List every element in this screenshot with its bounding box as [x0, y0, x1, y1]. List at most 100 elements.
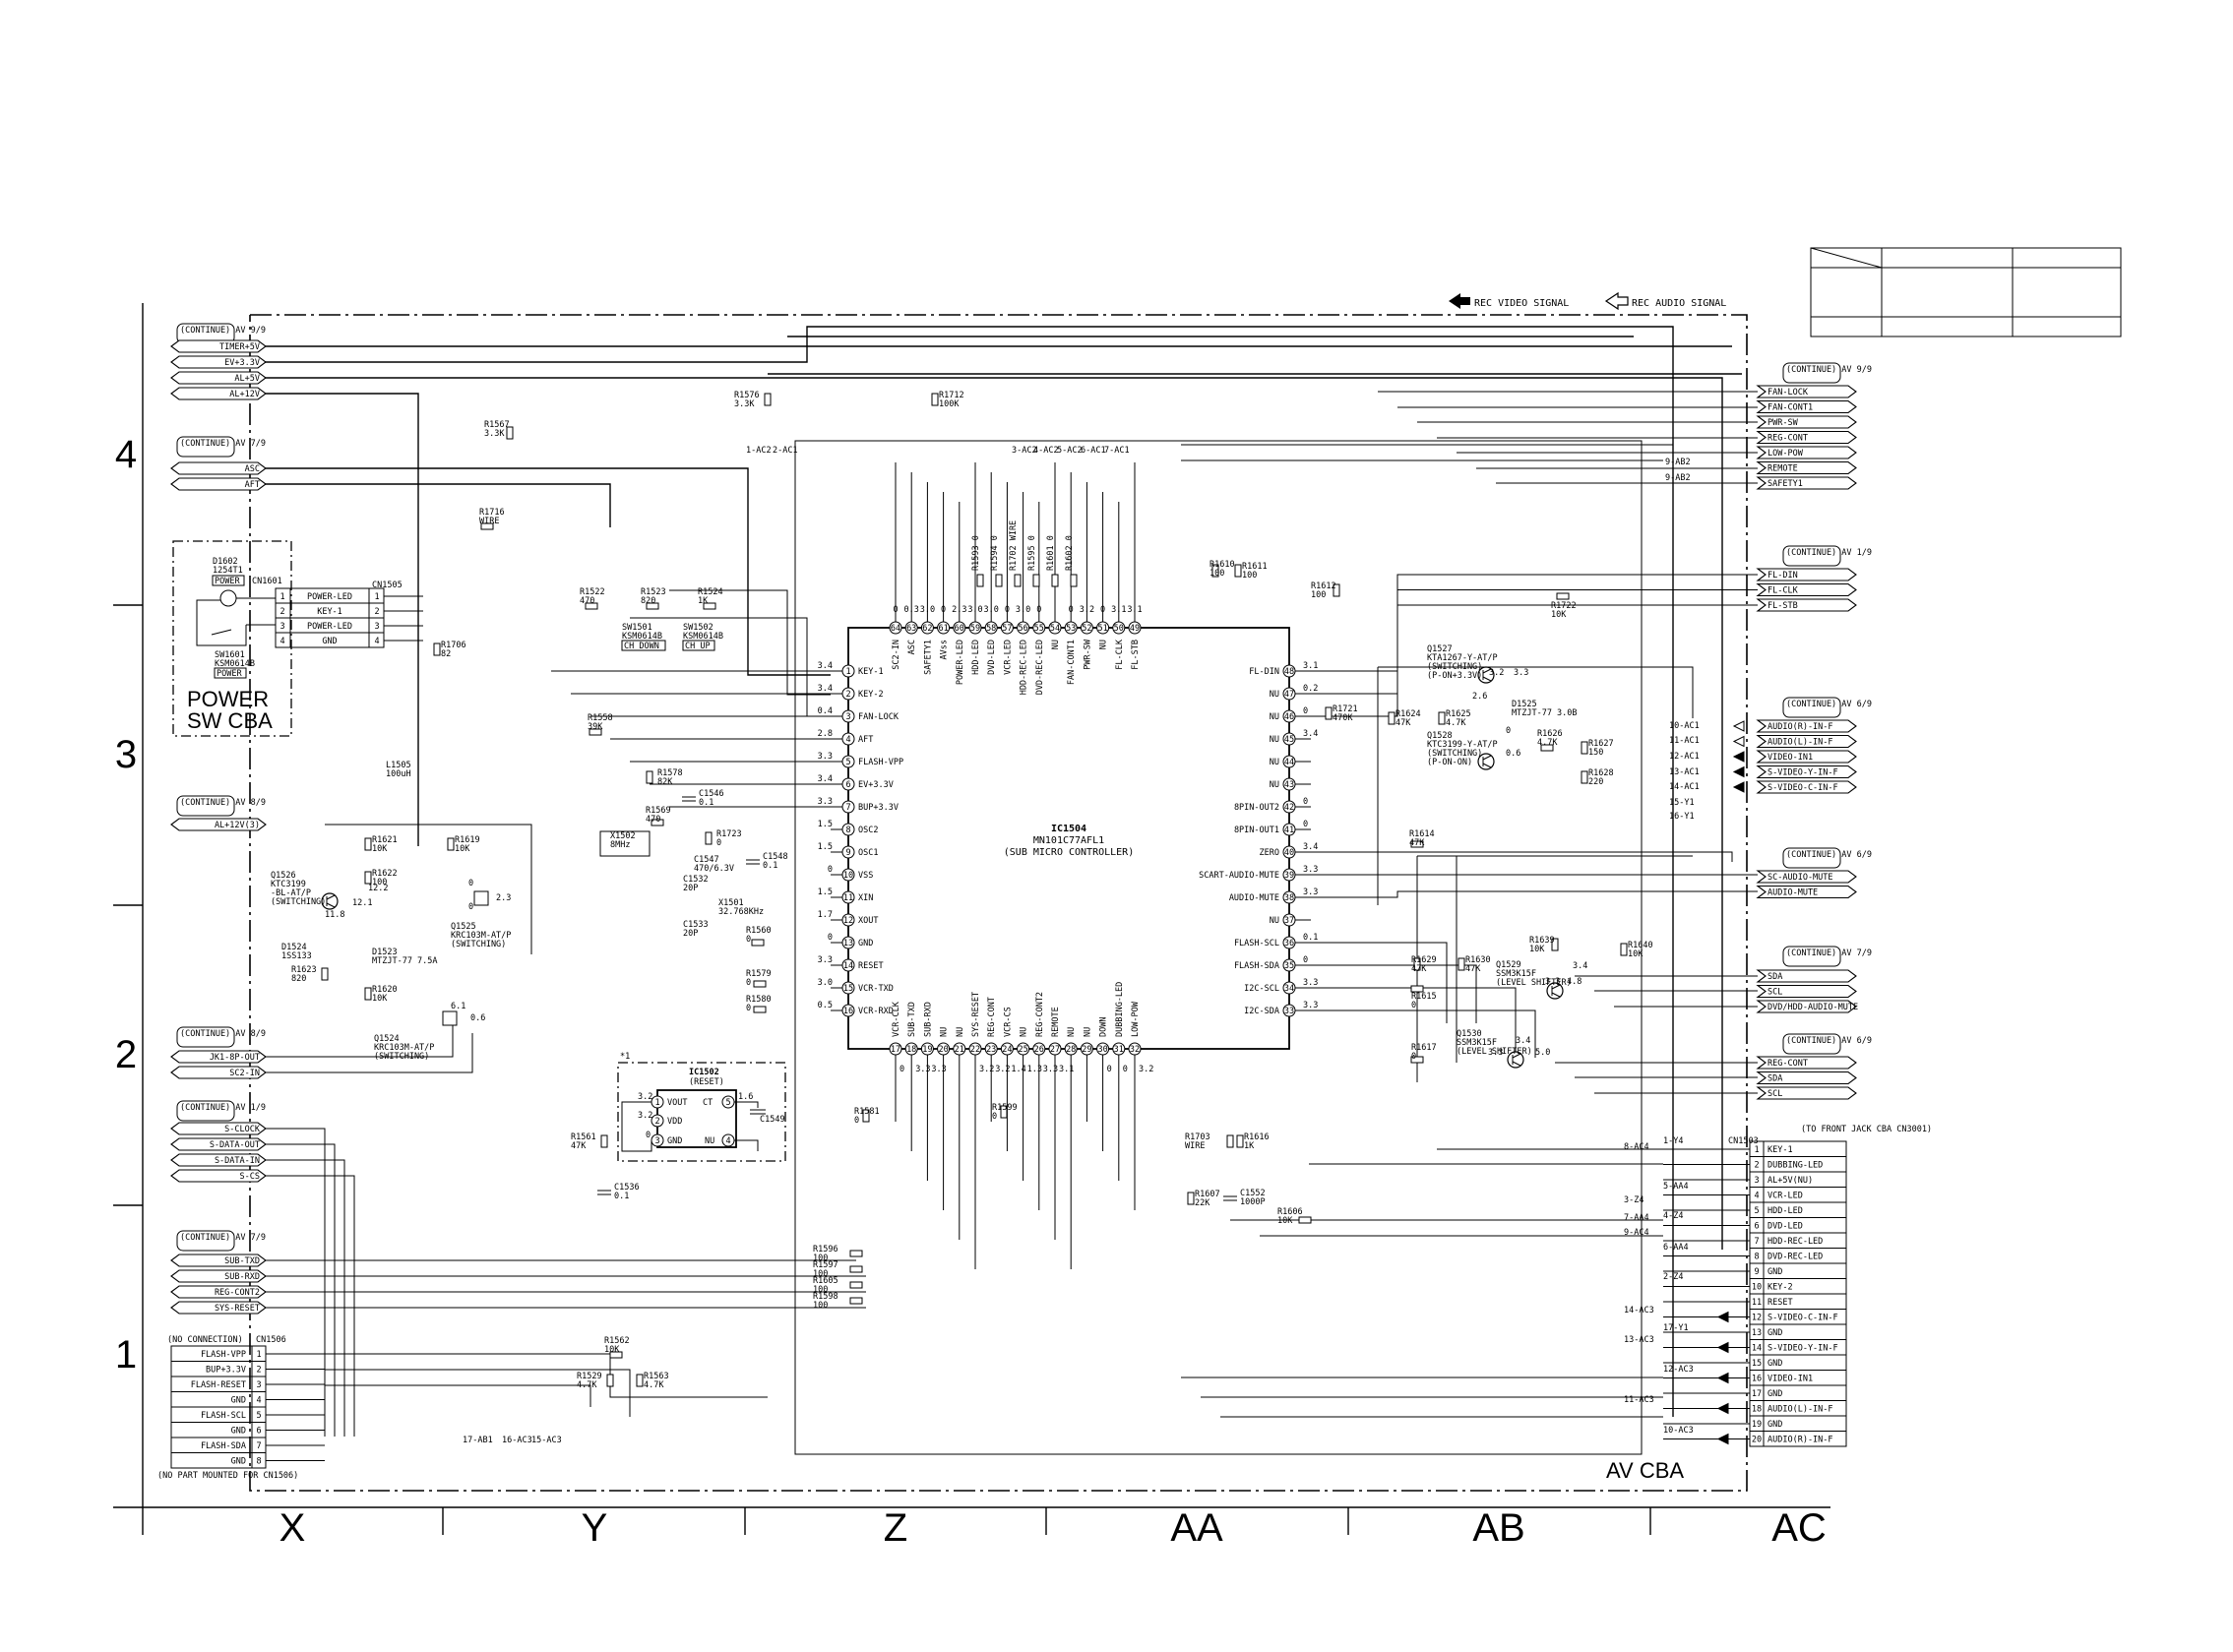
resistor-ref: R1624 [1396, 709, 1421, 719]
ic1504-pin-name: BUP+3.3V [858, 803, 899, 813]
ic-pin [1282, 755, 1296, 768]
ic1504-pin-num: 15 [843, 984, 853, 994]
right-signal-g1-4-tag [1756, 446, 1857, 459]
cn1503-pin-num: 7 [1754, 1237, 1759, 1247]
transistor-ref: Q1529 [1496, 960, 1521, 970]
ic1504-pin-name: EV+3.3V [858, 780, 894, 790]
right-signal-g3-1: AUDIO(L)-IN-F [1768, 738, 1833, 748]
ref-mark: 2-AC1 [773, 446, 798, 456]
ic1504-pin-voltage: 3.3 [1303, 978, 1318, 988]
cn1506-pin-num: 1 [256, 1350, 261, 1360]
ref-mark: 13-AC1 [1669, 767, 1700, 777]
ic1504-pin-name: XOUT [858, 916, 878, 926]
svg-text:1.6: 1.6 [738, 1092, 753, 1102]
ic1504-pin-num: 2 [845, 690, 850, 700]
svg-text:3.2: 3.2 [638, 1111, 652, 1121]
resistor-ref: R1580 [746, 995, 772, 1005]
resistor-value: 0 [746, 935, 751, 945]
continue-note-box [176, 795, 235, 817]
left-signal-g4-1: SC2-IN [229, 1069, 260, 1078]
resistor-body [849, 1297, 863, 1305]
left-signal-g2-0: ASC [245, 464, 260, 474]
cn1503-pin-num: 5 [1754, 1206, 1759, 1216]
cn1506-pin-num: 8 [256, 1457, 261, 1467]
left-signal-g6-1: SUB-RXD [224, 1272, 260, 1282]
ic-pin [1282, 777, 1296, 791]
ref-mark: 5-AA4 [1663, 1182, 1689, 1192]
capacitor-ref: C1552 [1240, 1189, 1266, 1198]
ref-mark: 9-AB2 [1665, 458, 1691, 467]
ic1504-pin-num: 35 [1284, 961, 1294, 971]
resistor-body [1333, 583, 1340, 597]
right-signal-g2-0-tag [1756, 568, 1857, 581]
transistor-info: KTC3199 [271, 880, 306, 889]
resistor-ref: R1628 [1588, 768, 1614, 778]
signal-arrow-icon [1732, 765, 1745, 778]
transistor-symbol [1507, 1051, 1524, 1069]
ic-pin [1128, 1042, 1142, 1056]
cn1503-pin-name: KEY-1 [1768, 1145, 1793, 1155]
ic1504-pin-num: 23 [986, 1045, 996, 1055]
ic1504-pin-voltage: 1.7 [818, 910, 833, 920]
ic1504-pin-voltage: 2.8 [818, 729, 833, 739]
ic1504-pin-num: 10 [843, 871, 853, 881]
ic1504-pin-name: NU [1270, 916, 1279, 926]
ic-pin [1064, 621, 1078, 635]
resistor-ref: R1615 [1411, 992, 1437, 1002]
right-signal-g3-0-tag [1756, 719, 1857, 733]
left-signal-g3-0-tag [170, 818, 267, 831]
right-signal-g4-0-tag [1756, 870, 1857, 884]
voltage-label: 0 [1506, 726, 1511, 736]
resistor-value: WIRE [1185, 1141, 1205, 1151]
svg-text:0: 0 [646, 1131, 651, 1140]
continue-note-box [1782, 545, 1841, 567]
ic1504-pin-num: 33 [1284, 1007, 1294, 1016]
ic-pin [1017, 1042, 1030, 1056]
resistor-value: 22K [1195, 1198, 1210, 1208]
resistor-value: 47K [1396, 718, 1411, 728]
ref-mark: 14-AC3 [1624, 1306, 1654, 1315]
ic-pin [1032, 1042, 1046, 1056]
ic1504-pin-name: VCR-LED [1003, 640, 1013, 675]
resistor-body [753, 1006, 767, 1013]
ic1502-pin3: GND [667, 1136, 682, 1146]
right-signal-g3-4: S-VIDEO-C-IN-F [1768, 783, 1838, 793]
cn1506-pin-num: 7 [256, 1441, 261, 1451]
resistor-body [1540, 744, 1554, 752]
switch-tag-box [682, 640, 715, 651]
signal-arrow-icon [1732, 720, 1745, 732]
ic-pin [1282, 800, 1296, 814]
ic1504-pin-num: 18 [906, 1045, 916, 1055]
grid-col-y: Y [582, 1506, 608, 1550]
ref-mark: 2-Z4 [1663, 1272, 1683, 1282]
resistor-ref: R1597 [813, 1260, 838, 1270]
ic1504-pin-voltage: 0 [1303, 820, 1308, 829]
resistor-ref: R1616 [1244, 1132, 1270, 1142]
resistor-value: 10K [1628, 949, 1644, 959]
continue-note: (CONTINUE) AV 8/9 [180, 1029, 266, 1039]
resistor-body [1298, 1216, 1312, 1224]
right-signal-g6-2: SCL [1768, 1089, 1782, 1099]
ic-pin [1000, 1042, 1014, 1056]
grid-frame [113, 303, 1830, 1535]
ic1504-pin-voltage: 3.3 [818, 955, 833, 965]
resistor-value: 150 [1588, 748, 1603, 758]
resistor-ref: R1626 [1537, 729, 1563, 739]
cn1503-pin-num: 4 [1754, 1192, 1759, 1201]
ic1504-pin-num: 39 [1284, 871, 1294, 881]
resistor-value: 47K [1409, 838, 1425, 848]
resistor-body [606, 1374, 614, 1387]
resistor-body [600, 1134, 608, 1148]
ic-pin [1080, 1042, 1093, 1056]
cn1503-pin-num: 15 [1752, 1359, 1762, 1369]
resistor-body [1187, 1192, 1195, 1205]
resistor-body [849, 1250, 863, 1257]
transistor-info: KRC103M-AT/P [451, 931, 511, 941]
voltage-label: 12.1 [352, 898, 372, 908]
transistor-info: (LEVEL SHIFTER) [1496, 978, 1572, 988]
ic1504-pin-num: 55 [1034, 624, 1044, 634]
ic1504-pin-name: ZERO [1260, 848, 1279, 858]
cn1503-pin-num: 12 [1752, 1314, 1762, 1323]
ic1504-pin-name: DOWN [1099, 1017, 1109, 1037]
right-signal-g1-3-tag [1756, 430, 1857, 445]
